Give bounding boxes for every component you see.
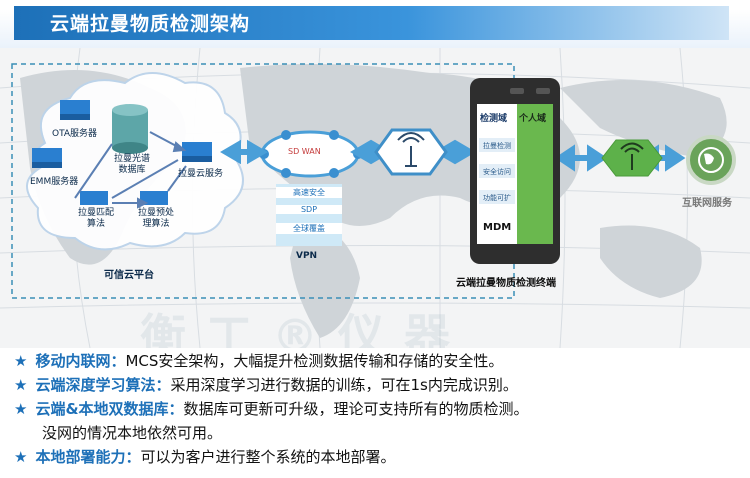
- feature-list: ★移动内联网：MCS安全架构，大幅提升检测数据传输和存储的安全性。 ★云端深度学…: [0, 348, 750, 478]
- ota-server-icon: [60, 100, 90, 120]
- internet-label: 互联网服务: [682, 198, 732, 209]
- star-icon: ★: [14, 448, 28, 466]
- vpn-label: VPN: [296, 251, 318, 261]
- list-item: ★云端&本地双数据库：数据库可更新可升级，理论可支持所有的物质检测。: [14, 400, 529, 418]
- preprocess-algorithm-label: 拉曼预处理算法: [137, 208, 174, 229]
- emm-server-label: EMM服务器: [30, 177, 79, 187]
- architecture-diagram: OTA服务器 EMM服务器 拉曼光谱数据库 拉曼云服务 拉曼匹配算法 拉曼预处理…: [0, 48, 750, 348]
- diagram-canvas: [0, 48, 750, 348]
- platform-label: 可信云平台: [104, 270, 154, 281]
- platform-dashed-box: [11, 63, 515, 299]
- star-icon: ★: [14, 400, 28, 418]
- detect-zone-label: 检测域: [480, 114, 508, 124]
- match-algorithm-label: 拉曼匹配算法: [77, 208, 114, 229]
- vpn-item-1: 高速安全: [276, 187, 342, 198]
- network-antenna-icon: [620, 142, 644, 170]
- title-bar: 云端拉曼物质检测架构: [0, 0, 750, 48]
- cloud-service-label: 拉曼云服务: [178, 169, 224, 179]
- terminal-item-3: 功能可扩: [483, 194, 511, 202]
- terminal-personal-zone: [517, 104, 553, 244]
- preprocess-algorithm-icon: [140, 191, 168, 205]
- globe-icon: [698, 147, 724, 173]
- list-item: ★云端深度学习算法：采用深度学习进行数据的训练，可在1s内完成识别。: [14, 376, 518, 394]
- emm-server-icon: [32, 148, 62, 168]
- list-item: ★移动内联网：MCS安全架构，大幅提升检测数据传输和存储的安全性。: [14, 352, 504, 370]
- vpn-item-3: 全球覆盖: [276, 223, 342, 234]
- star-icon: ★: [14, 352, 28, 370]
- terminal-caption: 云端拉曼物质检测终端: [456, 278, 556, 289]
- vpn-item-2: SDP: [276, 205, 342, 214]
- database-label: 拉曼光谱数据库: [113, 154, 150, 175]
- title-tab: [14, 6, 729, 40]
- page-title: 云端拉曼物质检测架构: [50, 13, 251, 35]
- cloud-arrows: [74, 131, 187, 209]
- personal-zone-label: 个人域: [519, 114, 547, 124]
- ota-server-label: OTA服务器: [52, 129, 98, 139]
- mdm-label: MDM: [483, 222, 512, 233]
- terminal-item-2: 安全访问: [483, 168, 511, 176]
- cloud-service-icon: [182, 142, 212, 162]
- list-item-continuation: 没网的情况本地依然可用。: [42, 424, 223, 442]
- star-icon: ★: [14, 376, 28, 394]
- list-item: ★本地部署能力：可以为客户进行整个系统的本地部署。: [14, 448, 396, 466]
- database-icon: [112, 104, 148, 154]
- antenna-icon: [397, 132, 425, 167]
- sdwan-label: SD WAN: [288, 147, 321, 156]
- match-algorithm-icon: [80, 191, 108, 205]
- terminal-item-1: 拉曼检测: [483, 142, 511, 150]
